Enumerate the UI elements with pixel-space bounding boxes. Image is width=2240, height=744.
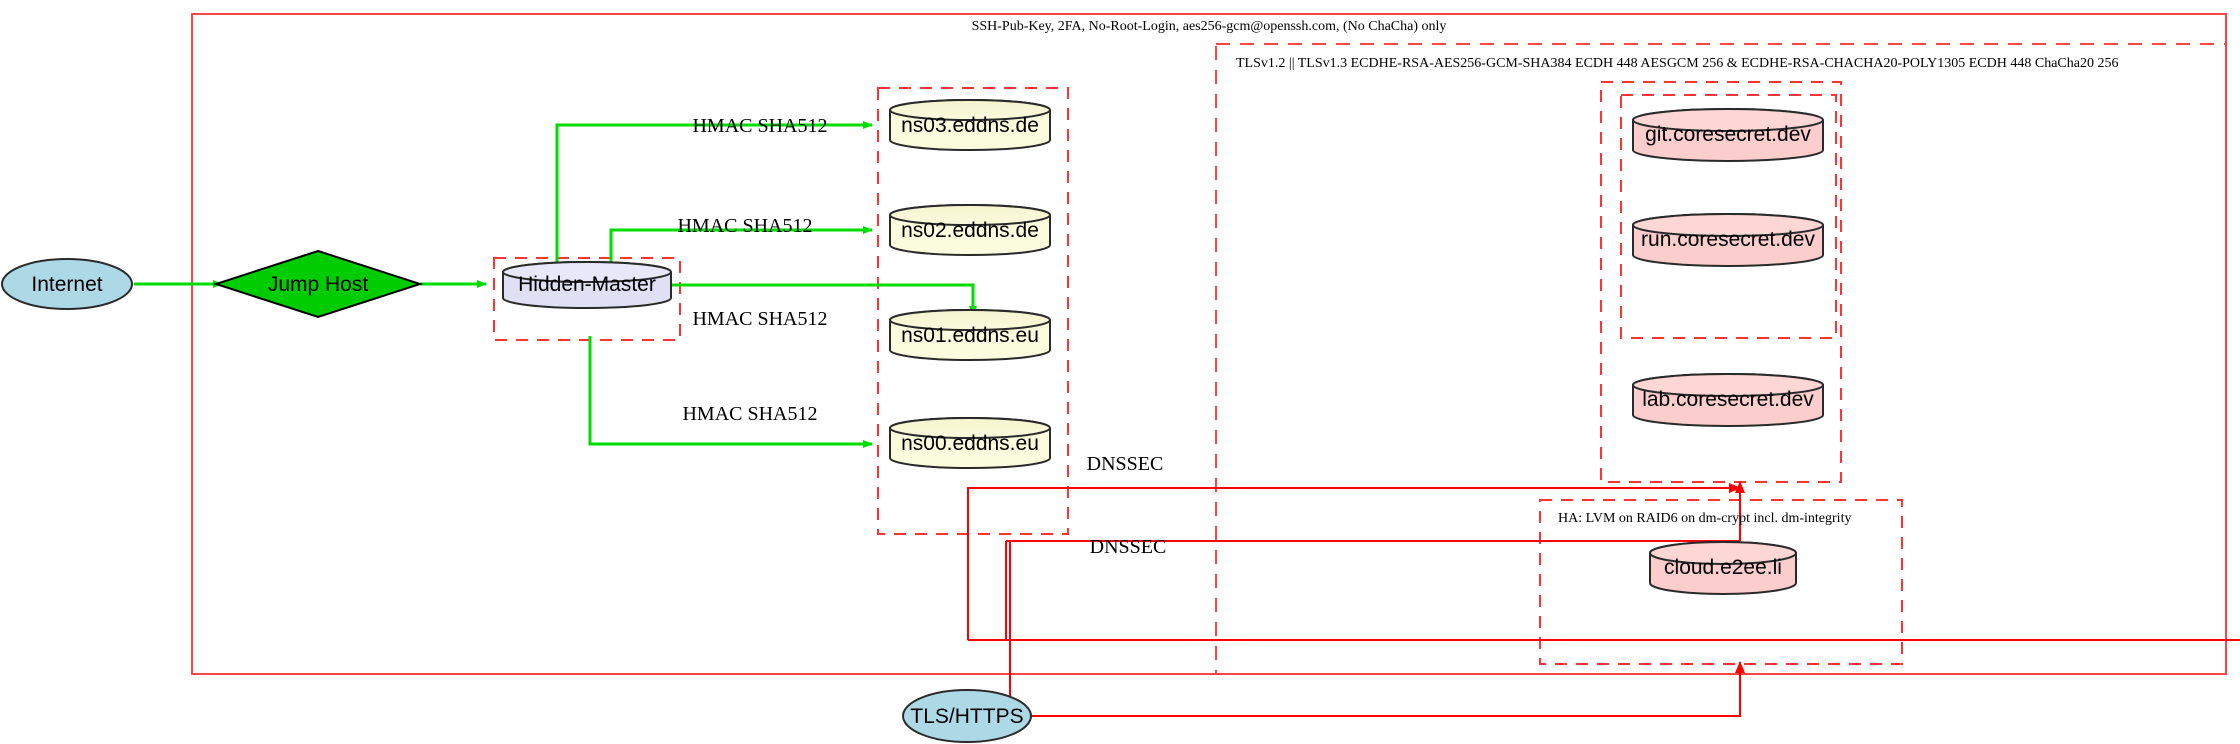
node-ns01[interactable]: ns01.eddns.eu — [889, 309, 1051, 361]
node-cloud-e2ee-label: cloud.e2ee.li — [1664, 556, 1782, 579]
label-ha-storage: HA: LVM on RAID6 on dm-crypt incl. dm-in… — [1558, 511, 1851, 526]
cluster-tls-perimeter — [1215, 43, 2227, 675]
node-internet[interactable]: Internet — [1, 258, 133, 310]
node-git-coresecret-label: git.coresecret.dev — [1645, 123, 1811, 146]
cluster-coresecret-inner-zone — [1620, 94, 1837, 339]
node-run-coresecret-label: run.coresecret.dev — [1641, 228, 1815, 251]
edge-hidden-master-to-ns02 — [609, 226, 873, 265]
edge-tls-to-cloud — [967, 488, 2240, 717]
edge-label-dnssec-upper: DNSSEC — [1087, 453, 1164, 475]
node-lab-coresecret-label: lab.coresecret.dev — [1642, 388, 1814, 411]
node-run-coresecret[interactable]: run.coresecret.dev — [1632, 213, 1824, 267]
edge-hidden-master-to-ns03 — [555, 121, 873, 265]
label-tls-perimeter: TLSv1.2 || TLSv1.3 ECDHE-RSA-AES256-GCM-… — [1236, 56, 2118, 71]
node-ns00-label: ns00.eddns.eu — [901, 432, 1039, 455]
edge-label-hmac-ns00: HMAC SHA512 — [682, 403, 817, 425]
edge-dnssec-lower — [1005, 540, 1740, 640]
node-ns02[interactable]: ns02.eddns.de — [889, 204, 1051, 256]
cluster-ssh-perimeter — [191, 13, 2227, 675]
edge-label-hmac-ns02: HMAC SHA512 — [677, 215, 812, 237]
edge-label-hmac-ns03: HMAC SHA512 — [692, 115, 827, 137]
node-git-coresecret[interactable]: git.coresecret.dev — [1632, 108, 1824, 162]
node-tls-https[interactable]: TLS/HTTPS — [902, 689, 1032, 743]
cluster-dns-zone — [877, 87, 1069, 535]
node-lab-coresecret[interactable]: lab.coresecret.dev — [1632, 373, 1824, 427]
node-ns03[interactable]: ns03.eddns.de — [889, 99, 1051, 151]
cluster-coresecret-zone — [1600, 81, 1842, 483]
edge-tls-to-coresecret — [1009, 481, 1745, 700]
edge-hidden-master-to-ns00 — [588, 336, 873, 448]
cluster-hidden-master-zone — [493, 257, 681, 341]
node-cloud-e2ee[interactable]: cloud.e2ee.li — [1649, 541, 1797, 595]
node-internet-label: Internet — [31, 273, 102, 296]
node-hidden-master[interactable]: Hidden-Master — [502, 261, 672, 309]
edge-label-hmac-ns01: HMAC SHA512 — [692, 308, 827, 330]
edge-dnssec-upper — [967, 482, 1741, 493]
edge-label-dnssec-lower: DNSSEC — [1090, 536, 1167, 558]
node-hidden-master-label: Hidden-Master — [518, 273, 656, 296]
node-ns00[interactable]: ns00.eddns.eu — [889, 417, 1051, 469]
node-jump-host-label: Jump Host — [268, 273, 369, 296]
edge-hidden-master-to-ns01 — [668, 283, 977, 316]
cluster-ha-storage — [1539, 499, 1903, 665]
node-tls-https-label: TLS/HTTPS — [910, 705, 1023, 728]
node-ns02-label: ns02.eddns.de — [901, 219, 1039, 242]
node-ns03-label: ns03.eddns.de — [901, 114, 1039, 137]
label-ssh-perimeter: SSH-Pub-Key, 2FA, No-Root-Login, aes256-… — [972, 19, 1447, 34]
node-ns01-label: ns01.eddns.eu — [901, 324, 1039, 347]
node-jump-host[interactable]: Jump Host — [212, 249, 424, 319]
